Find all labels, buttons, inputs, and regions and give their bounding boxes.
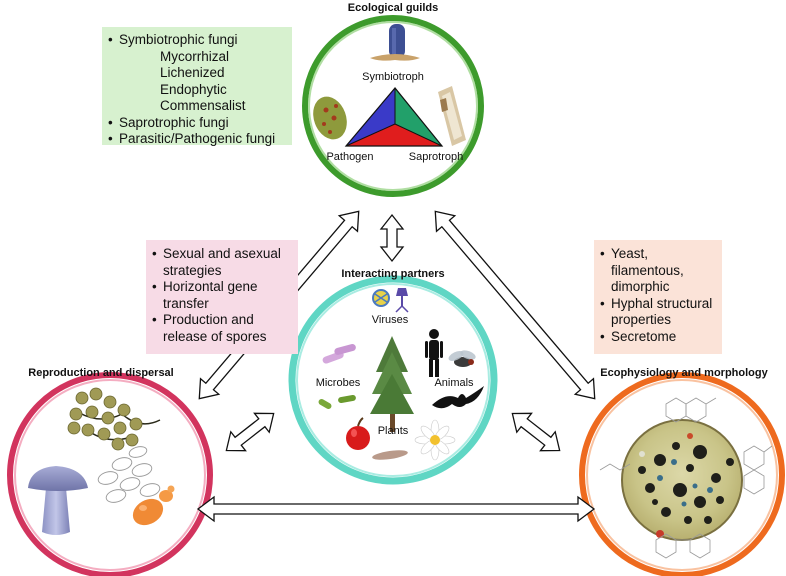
heading-reproduction-dispersal: Reproduction and dispersal <box>28 367 174 379</box>
arrow-partners-eco <box>511 412 561 452</box>
bat-icon <box>432 386 484 409</box>
triangle-label-saprotroph: Saprotroph <box>409 151 463 163</box>
ecophysiology-item: Secretome <box>600 329 716 346</box>
heading-ecophysiology-morphology: Ecophysiology and morphology <box>600 367 768 379</box>
heading-interacting-partners: Interacting partners <box>341 268 445 280</box>
conifer-tree-icon <box>370 336 414 432</box>
reproduction-item: Horizontal gene transfer <box>152 279 292 312</box>
reproduction-item: Sexual and asexual strategies <box>152 246 292 279</box>
spore-cluster-image <box>67 387 161 451</box>
guild-subtype-item: Lichenized <box>160 65 225 80</box>
guild-type-item: Symbiotrophic fungi <box>108 32 286 49</box>
guild-triangle <box>344 87 444 147</box>
daisy-icon <box>414 419 456 461</box>
guild-types-box: Symbiotrophic fungiMycorrhizalLichenized… <box>102 27 292 148</box>
guild-subtype-item: Mycorrhizal <box>160 48 230 64</box>
seed-pod-icon <box>372 450 408 460</box>
apple-icon <box>346 417 370 450</box>
arrow-guilds-eco <box>434 210 596 400</box>
spores-image <box>97 446 161 503</box>
guild-type-item: Parasitic/Pathogenic fungi <box>108 131 286 148</box>
partner-ring <box>288 275 498 485</box>
triangle-label-symbiotroph: Symbiotroph <box>362 71 424 83</box>
human-silhouette-icon <box>425 329 443 377</box>
repro-ring <box>7 372 213 576</box>
arrow-guilds-partners <box>379 213 405 263</box>
ecophysiology-box: Yeast, filamentous, dimorphicHyphal stru… <box>594 240 722 354</box>
chemical-structure-image <box>599 397 773 559</box>
partner-label-microbes: Microbes <box>316 377 361 389</box>
partner-label-viruses: Viruses <box>372 314 409 326</box>
guild-subtype-item: Endophytic <box>160 81 227 97</box>
partner-label-animals: Animals <box>434 377 474 389</box>
microbes-icon <box>318 344 356 409</box>
arrow-repro-eco <box>196 495 596 523</box>
pathogen-leaf-image <box>313 96 347 140</box>
ecophysiology-item: Hyphal structural properties <box>600 296 716 329</box>
guild-ring <box>302 15 484 197</box>
guild-subtype-item: Commensalist <box>160 98 246 113</box>
virus-icon <box>372 288 409 313</box>
ecophysiology-item: Yeast, filamentous, dimorphic <box>600 246 716 296</box>
symbiotroph-fungus-image <box>370 24 420 61</box>
fly-icon <box>448 350 476 367</box>
arrow-partners-repro <box>225 412 275 452</box>
guild-type-item: Saprotrophic fungi <box>108 115 286 132</box>
petri-dish-image <box>621 419 743 541</box>
yeast-cells-image <box>132 485 175 526</box>
triangle-label-pathogen: Pathogen <box>326 151 373 163</box>
reproduction-box: Sexual and asexual strategiesHorizontal … <box>146 240 298 354</box>
mushroom-image <box>28 466 88 535</box>
heading-ecological-guilds: Ecological guilds <box>347 2 439 14</box>
eco-ring <box>579 372 785 576</box>
partner-label-plants: Plants <box>378 425 409 437</box>
saprotroph-wood-image <box>438 86 466 146</box>
reproduction-item: Production and release of spores <box>152 312 292 345</box>
